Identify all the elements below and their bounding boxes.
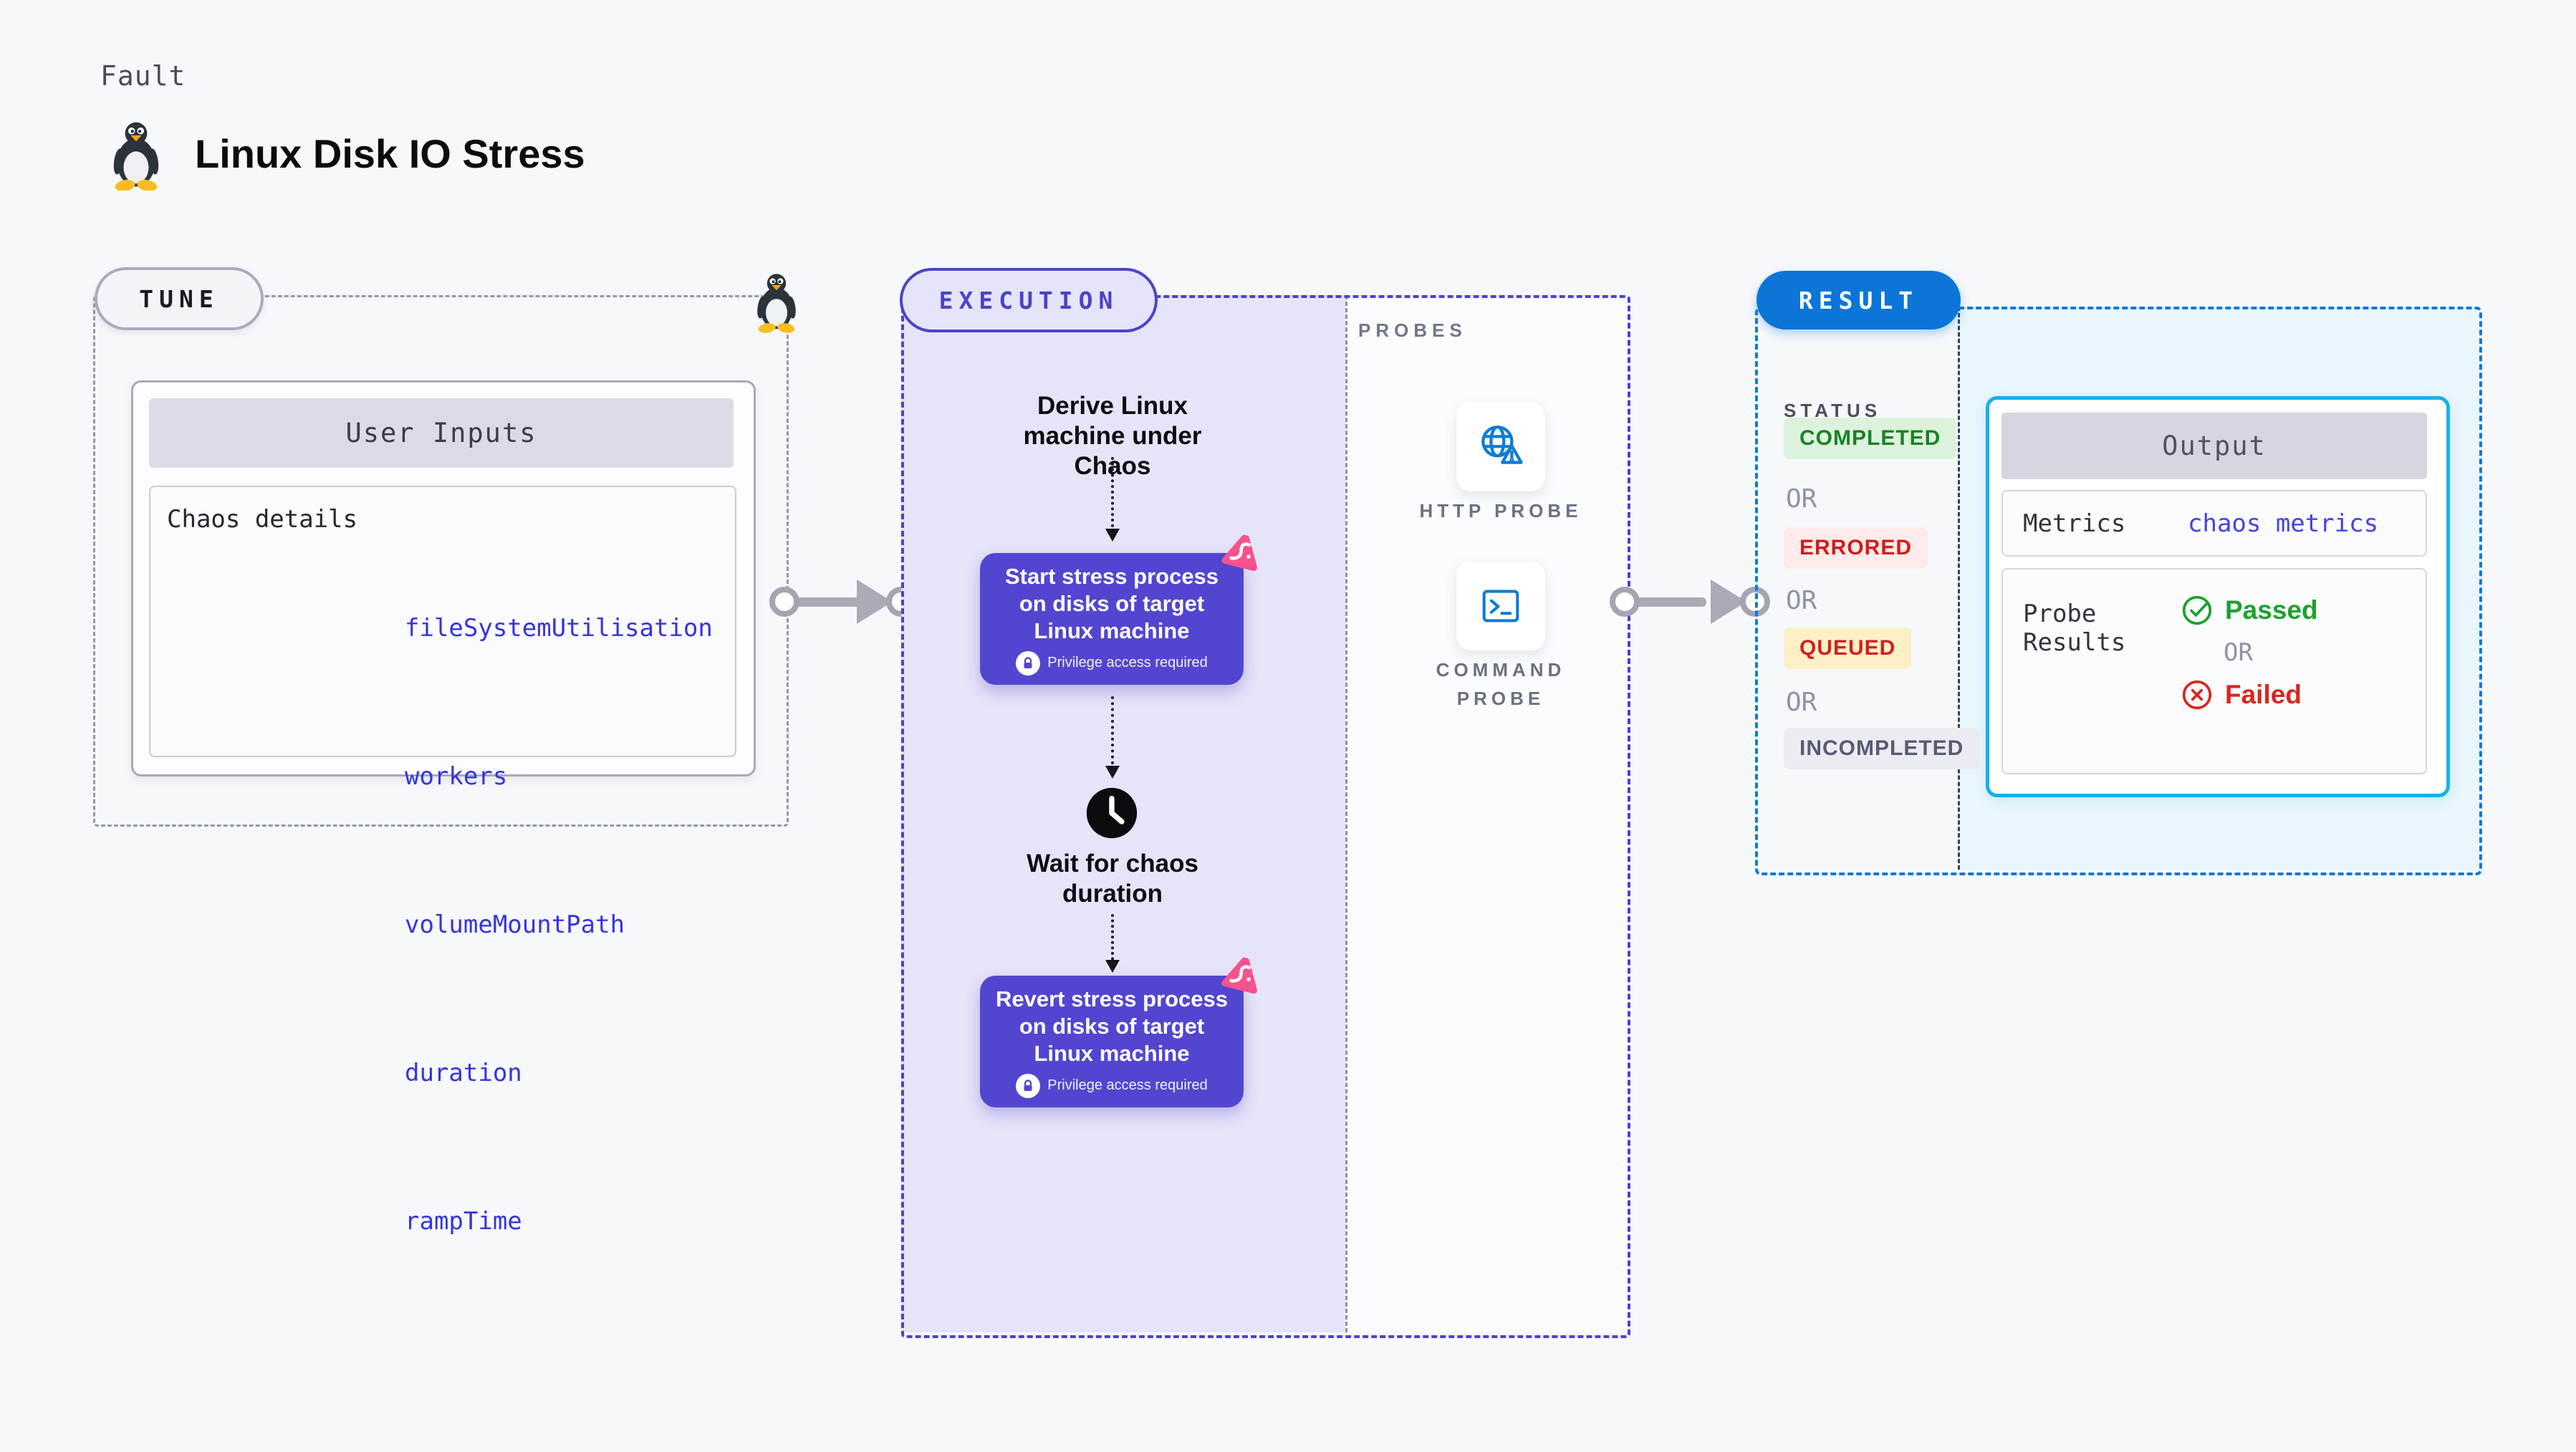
or-label: OR xyxy=(1786,688,1817,717)
metrics-row: Metrics chaos metrics xyxy=(2001,490,2427,557)
lock-icon xyxy=(1016,650,1041,675)
flow-arrow-icon xyxy=(1105,766,1120,779)
result-badge: RESULT xyxy=(1756,271,1961,330)
chaos-details-label: Chaos details xyxy=(167,505,358,534)
tune-badge: TUNE xyxy=(95,267,264,330)
metrics-label: Metrics xyxy=(2023,509,2126,538)
globe-alert-icon xyxy=(1481,425,1523,464)
page-title: Linux Disk IO Stress xyxy=(195,131,585,176)
param-value: fileSystemUtilisation xyxy=(405,614,713,643)
tune-section xyxy=(93,295,789,827)
start-stress-label: Start stress process on disks of target … xyxy=(1004,563,1219,643)
output-header: Output xyxy=(2001,413,2427,479)
privilege-label: Privilege access required xyxy=(1047,1077,1208,1093)
command-probe-label: COMMAND PROBE xyxy=(1436,659,1566,709)
status-badge-queued: QUEUED xyxy=(1784,628,1912,669)
revert-stress-node: Revert stress process on disks of target… xyxy=(980,976,1244,1107)
passed-label: Passed xyxy=(2225,595,2318,625)
passed-check-icon xyxy=(2182,595,2212,625)
tune-to-execution-arrow xyxy=(788,597,867,607)
privilege-label: Privilege access required xyxy=(1047,655,1208,670)
status-badge-incompleted: INCOMPLETED xyxy=(1784,728,1980,769)
flow-connector xyxy=(1111,696,1114,764)
probe-results-label: Probe Results xyxy=(2023,600,2126,657)
status-badge-completed: COMPLETED xyxy=(1784,418,1957,459)
connector-dot-icon xyxy=(769,587,799,617)
chaos-params-list: fileSystemUtilisation workers volumeMoun… xyxy=(405,505,713,1345)
tux-penguin-icon xyxy=(113,122,159,191)
wait-step-label: Wait for chaos duration xyxy=(1027,850,1198,908)
passed-result: Passed xyxy=(2181,594,2318,627)
user-inputs-table xyxy=(149,486,736,757)
or-label: OR xyxy=(2224,638,2253,667)
execution-to-result-arrow xyxy=(1628,597,1706,607)
execution-badge: EXECUTION xyxy=(900,268,1158,332)
revert-stress-label: Revert stress process on disks of target… xyxy=(996,986,1228,1066)
probes-label: PROBES xyxy=(1358,319,1467,341)
metrics-value: chaos metrics xyxy=(2188,509,2379,538)
flow-arrow-icon xyxy=(1105,529,1120,542)
terminal-icon xyxy=(1482,590,1519,622)
clock-icon xyxy=(1086,787,1138,839)
http-probe-label: HTTP PROBE xyxy=(1419,500,1582,521)
litmus-chaos-logo-icon xyxy=(1221,957,1257,994)
failed-result: Failed xyxy=(2181,678,2318,711)
param-value: volumeMountPath xyxy=(405,910,625,939)
param-value: duration xyxy=(405,1059,522,1087)
tux-penguin-icon xyxy=(757,274,796,333)
fault-kicker: Fault xyxy=(100,60,186,92)
execution-section xyxy=(901,295,1630,1338)
flow-arrow-icon xyxy=(1105,960,1120,973)
or-label: OR xyxy=(1786,586,1817,615)
failed-label: Failed xyxy=(2225,680,2302,709)
start-stress-node: Start stress process on disks of target … xyxy=(980,553,1244,685)
derive-step-label: Derive Linux machine under Chaos xyxy=(1023,392,1202,480)
flow-connector xyxy=(1111,457,1114,527)
user-inputs-header: User Inputs xyxy=(149,398,734,468)
http-probe-card xyxy=(1456,403,1545,491)
param-value: rampTime xyxy=(405,1207,522,1236)
command-probe-card xyxy=(1456,562,1545,650)
connector-dot-icon xyxy=(1610,587,1640,617)
or-label: OR xyxy=(1786,484,1817,514)
param-value: workers xyxy=(405,762,508,791)
lock-icon xyxy=(1016,1073,1041,1098)
probe-results-row: Probe Results Passed OR Failed xyxy=(2001,568,2427,774)
result-section xyxy=(1755,307,2482,875)
litmus-chaos-logo-icon xyxy=(1221,534,1257,572)
status-badge-errored: ERRORED xyxy=(1784,527,1928,569)
flow-connector xyxy=(1111,914,1114,966)
failed-x-icon xyxy=(2182,680,2212,710)
